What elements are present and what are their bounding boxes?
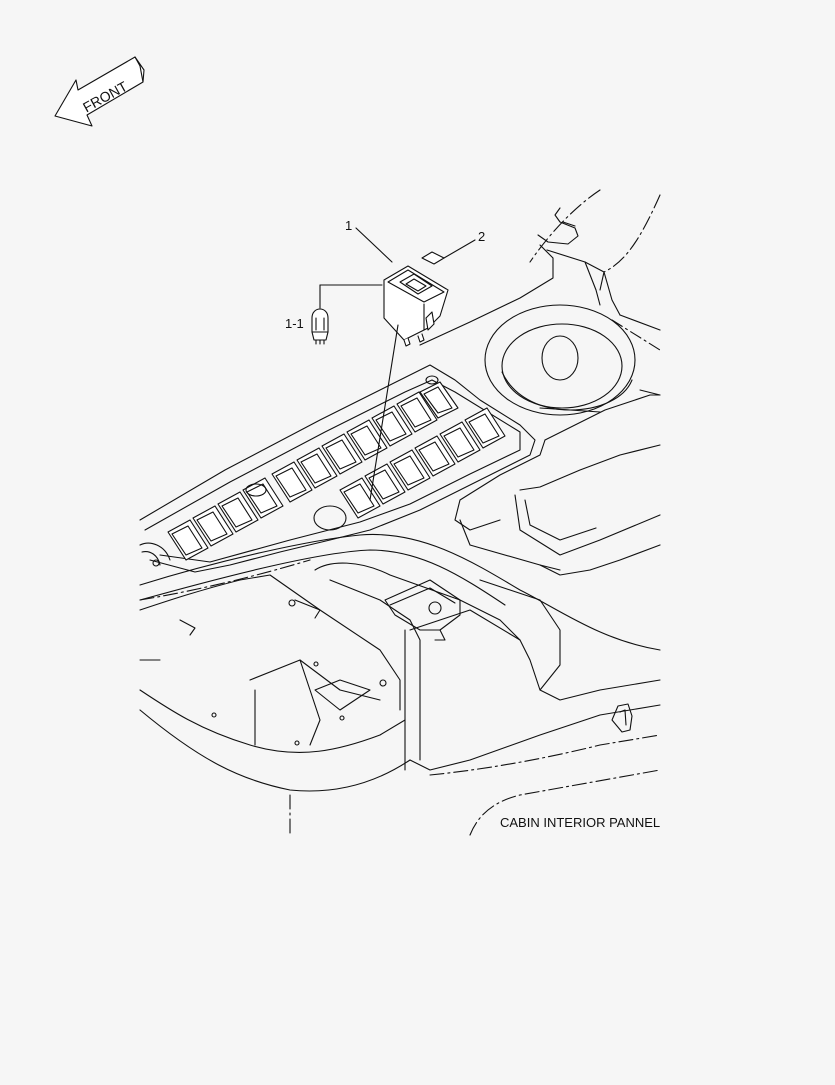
front-arrow-icon	[54, 56, 145, 127]
rocker-switch-part	[383, 265, 449, 347]
cup-holder	[484, 304, 636, 416]
switch-panel	[139, 364, 536, 573]
callout-1-1-label: 1-1	[285, 316, 304, 331]
panel-caption: CABIN INTERIOR PANNEL	[500, 815, 660, 830]
callout-1-label: 1	[345, 218, 352, 233]
mount-bracket	[384, 579, 461, 641]
bulb-part	[311, 308, 329, 345]
lens-cap-part	[421, 251, 445, 265]
leader-lines	[319, 227, 476, 501]
switch-blanks	[167, 381, 506, 561]
cabin-panel-outline	[139, 189, 661, 836]
callout-2-label: 2	[478, 229, 485, 244]
